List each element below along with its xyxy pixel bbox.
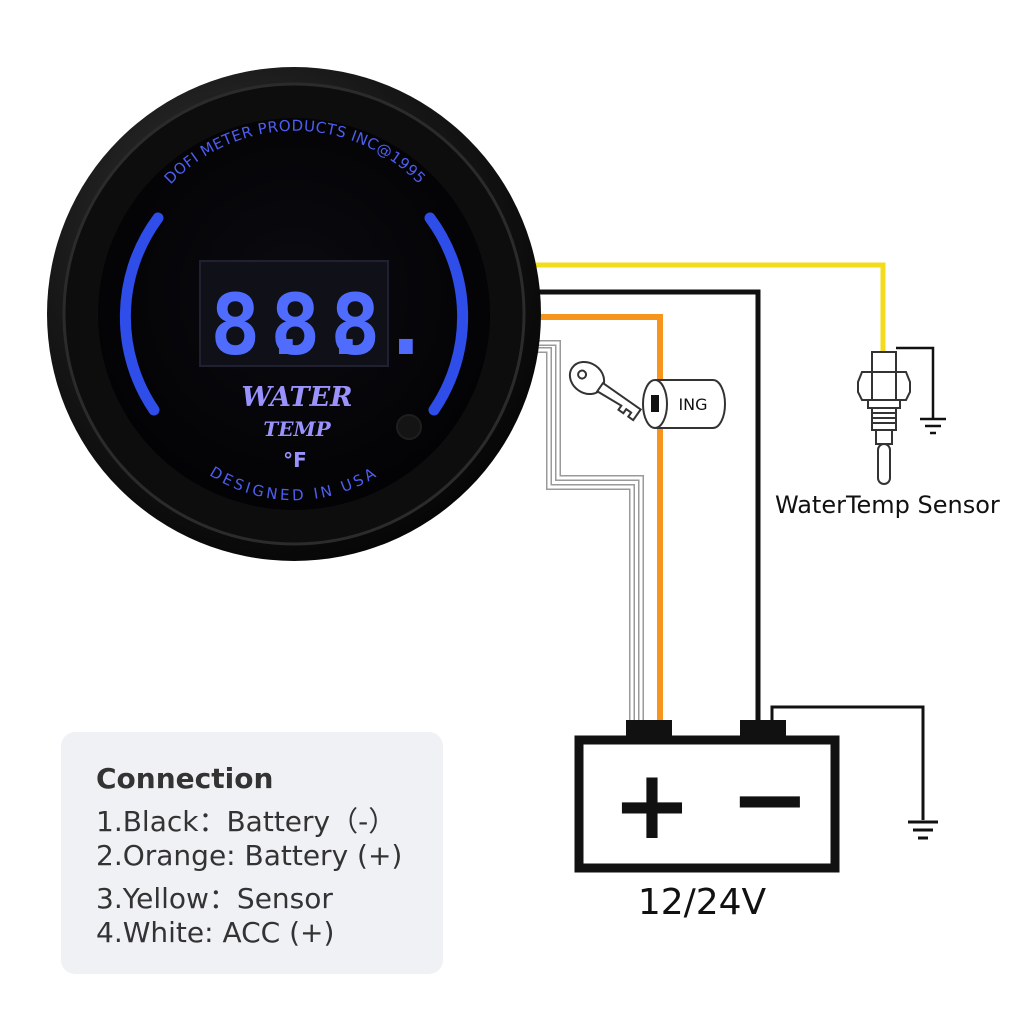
connection-title: Connection (96, 762, 274, 795)
connection-line-yellow: 3.Yellow：Sensor (96, 882, 333, 915)
indicator-dot (396, 414, 422, 440)
digital-display (199, 260, 389, 367)
label-unit: °F (283, 448, 307, 472)
ignition-switch: ING (642, 379, 726, 429)
connection-line-white: 4.White: ACC (+) (96, 916, 335, 949)
battery-voltage-label: 12/24V (638, 882, 767, 923)
ground-icon-sensor (920, 417, 946, 435)
ground-wire (770, 705, 925, 820)
battery-positive-terminal (626, 720, 672, 740)
display-digit-1: 8. (210, 276, 311, 374)
ground-icon-battery (908, 820, 938, 840)
label-temp: TEMP (263, 417, 331, 441)
battery-body (574, 735, 840, 873)
sensor-ground-wire (896, 346, 935, 418)
battery-minus: − (730, 743, 810, 855)
label-water: WATER (241, 382, 352, 413)
water-temp-sensor (857, 351, 911, 485)
gauge: 8. 8. 8. WATER TEMP °F DOFI METER PRODUC… (47, 67, 541, 561)
left-blue-arc (119, 212, 164, 416)
battery: + − (574, 720, 840, 873)
display-digit-2: 8. (270, 276, 371, 374)
ignition-label: ING (678, 395, 707, 414)
display-digit-3: 8. (330, 276, 431, 374)
black-wire (536, 289, 761, 720)
sensor-label: WaterTemp Sensor (775, 491, 1000, 519)
connection-card (61, 732, 443, 974)
white-wire-inner-2 (536, 348, 634, 720)
orange-wire (536, 314, 663, 720)
connection-line-black: 1.Black：Battery（-） (96, 805, 397, 838)
battery-negative-terminal (740, 720, 786, 740)
key-icon (568, 360, 643, 422)
white-wire-inner (536, 341, 643, 720)
yellow-wire (536, 262, 886, 352)
right-blue-arc (424, 212, 469, 416)
connection-line-orange: 2.Orange: Battery (+) (96, 839, 403, 872)
battery-plus: + (612, 749, 692, 861)
